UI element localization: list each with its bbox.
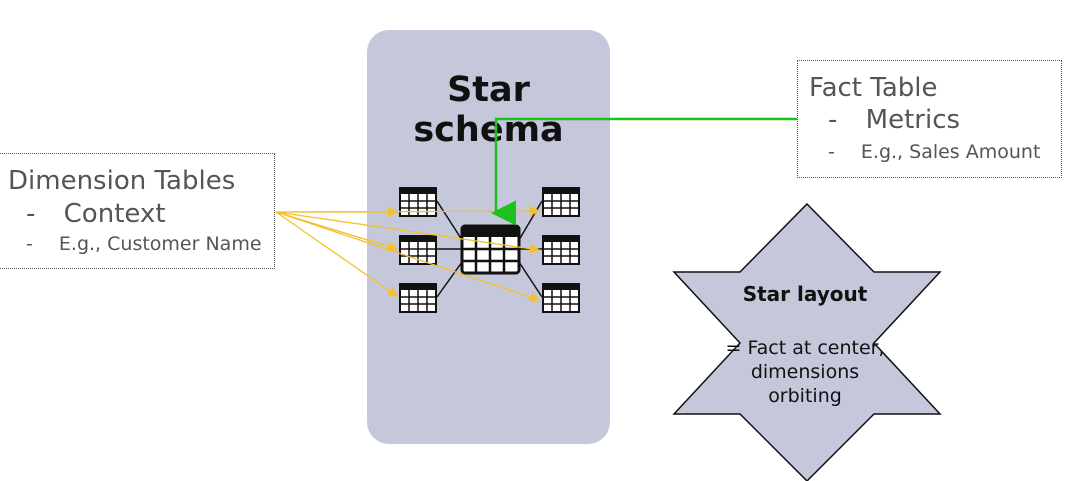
star-shape: [672, 202, 942, 481]
bullet-dash: -: [26, 233, 33, 255]
connector-line: [436, 261, 463, 298]
fact-table-note: Fact Table - Metrics - E.g., Sales Amoun…: [797, 60, 1062, 178]
dimension-note-bullet: - Context: [26, 199, 166, 229]
bullet-dash: -: [828, 105, 838, 135]
fact-note-subbullet-label: E.g., Sales Amount: [860, 141, 1041, 163]
dimension-table-icon: [542, 187, 580, 217]
connector-line: [518, 200, 543, 241]
dimension-arrow: [275, 205, 541, 217]
dimension-arrow: [275, 211, 541, 303]
fact-note-subbullet: - E.g., Sales Amount: [828, 141, 1040, 163]
dimension-note-subbullet: - E.g., Customer Name: [26, 233, 262, 255]
star-body-line: orbiting: [768, 385, 842, 407]
dimension-tables-note: Dimension Tables - Context - E.g., Custo…: [0, 153, 275, 269]
dimension-arrow: [275, 211, 541, 254]
dimension-note-heading: Dimension Tables: [8, 166, 236, 196]
bullet-dash: -: [828, 141, 835, 163]
fact-note-bullet: - Metrics: [828, 105, 960, 135]
star-body-line: dimensions: [750, 361, 860, 383]
fact-table-icon: [460, 224, 521, 275]
star-body-line: = Fact at center,: [725, 337, 885, 359]
connector-line: [436, 200, 463, 241]
fact-note-heading: Fact Table: [809, 73, 938, 103]
connector-line: [518, 261, 543, 298]
star-title: Star layout: [742, 282, 868, 306]
dimension-table-icon: [399, 283, 437, 313]
dimension-note-bullet-label: Context: [63, 199, 166, 229]
dimension-arrow: [275, 211, 399, 297]
dimension-table-icon: [542, 283, 580, 313]
fact-arrow: [491, 117, 797, 226]
bullet-dash: -: [26, 199, 36, 229]
fact-note-bullet-label: Metrics: [865, 105, 961, 135]
dimension-table-icon: [542, 235, 580, 265]
dimension-note-subbullet-label: E.g., Customer Name: [58, 233, 262, 255]
panel-title: Star schema: [413, 70, 564, 150]
